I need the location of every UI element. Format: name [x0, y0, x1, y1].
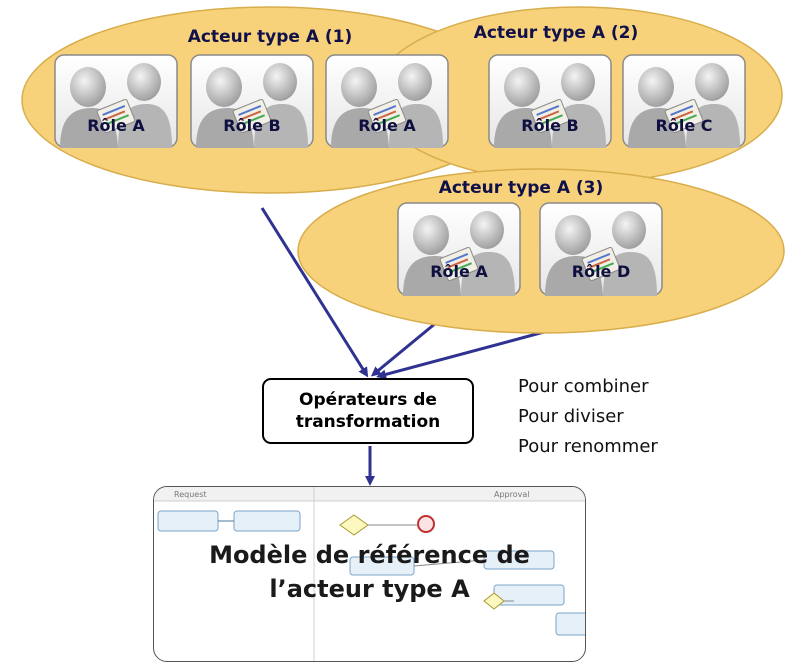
- reference-model-title-line-2: l’acteur type A: [269, 575, 470, 603]
- lane-label-request: Request: [174, 490, 207, 499]
- role-label: Rôle A: [430, 262, 488, 281]
- lane-label-approval: Approval: [494, 490, 530, 499]
- role-card: Rôle A: [397, 202, 521, 296]
- role-card: Rôle B: [190, 54, 314, 148]
- operators-line-1: Opérateurs de: [299, 390, 437, 410]
- purpose-item: Pour diviser: [518, 406, 624, 427]
- transformation-operators-box: Opérateurs de transformation: [262, 378, 474, 444]
- role-card: Rôle B: [488, 54, 612, 148]
- role-card: Rôle D: [539, 202, 663, 296]
- role-label: Rôle D: [572, 262, 631, 281]
- process-diagram-background: Request Approval: [154, 487, 585, 661]
- purpose-item: Pour combiner: [518, 376, 649, 397]
- role-label: Rôle C: [656, 116, 713, 135]
- actor-title-1: Acteur type A (1): [188, 27, 353, 47]
- actor-title-3: Acteur type A (3): [439, 178, 604, 198]
- reference-model-frame: Request Approval: [153, 486, 586, 662]
- role-card: Rôle A: [325, 54, 449, 148]
- arrow-actor-1: [260, 207, 369, 378]
- role-card: Rôle C: [622, 54, 746, 148]
- purpose-list: Pour combiner Pour diviser Pour renommer: [518, 372, 658, 462]
- role-label: Rôle A: [358, 116, 416, 135]
- role-card: Rôle A: [54, 54, 178, 148]
- role-label: Rôle A: [87, 116, 145, 135]
- actor-title-2: Acteur type A (2): [474, 23, 639, 43]
- arrow-actor-3: [376, 330, 545, 380]
- role-label: Rôle B: [223, 116, 280, 135]
- role-label: Rôle B: [521, 116, 578, 135]
- purpose-item: Pour renommer: [518, 436, 658, 457]
- operators-line-2: transformation: [295, 412, 441, 432]
- reference-model-title: Modèle de référence de l’acteur type A: [153, 538, 586, 606]
- reference-model-title-line-1: Modèle de référence de: [209, 541, 530, 569]
